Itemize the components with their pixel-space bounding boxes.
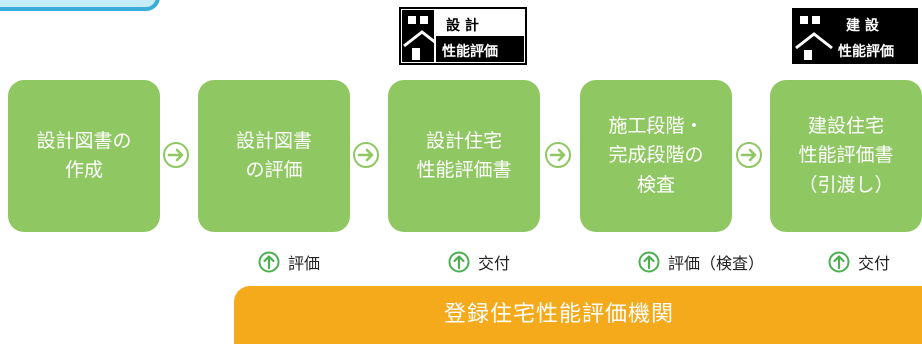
arrow-right-icon — [163, 142, 189, 168]
tag-issuance: 交付 — [448, 250, 510, 274]
step-label: 設計図書 の評価 — [235, 129, 312, 181]
house-stamp-icon: 設 計 性能評価 — [399, 7, 527, 65]
step-design-documents: 設計図書の 作成 — [8, 80, 160, 232]
step-design-report: 設計住宅 性能評価書 — [388, 80, 540, 232]
step-label: 建設住宅 性能評価書 （引渡し） — [798, 114, 894, 196]
step-document-evaluation: 設計図書 の評価 — [198, 80, 350, 232]
arrow-right-icon — [545, 142, 571, 168]
arrow-right-icon — [736, 142, 762, 168]
construction-evaluation-mark: 建 設 性能評価 — [790, 6, 920, 66]
tag-issuance: 交付 — [828, 250, 890, 274]
house-stamp-icon: 建 設 性能評価 — [792, 8, 918, 64]
tag-label: 交付 — [478, 254, 511, 273]
arrow-up-circle-icon — [828, 251, 850, 273]
stamp-line1: 設 計 — [446, 17, 479, 34]
arrow-up-circle-icon — [448, 251, 470, 273]
tag-label: 交付 — [858, 254, 891, 273]
tag-label: 評価（検査） — [668, 254, 765, 273]
stamp-line1: 建 設 — [846, 17, 880, 34]
tag-evaluation-inspection: 評価（検査） — [638, 250, 764, 274]
arrow-right-icon — [353, 142, 379, 168]
tag-label: 評価 — [288, 254, 321, 273]
step-inspection: 施工段階・ 完成段階の 検査 — [580, 80, 732, 232]
stamp-line2: 性能評価 — [838, 43, 894, 60]
tag-evaluation: 評価 — [258, 250, 320, 274]
arrow-up-circle-icon — [258, 251, 280, 273]
corner-tab-decoration — [0, 0, 160, 11]
step-label: 設計図書の 作成 — [36, 129, 132, 181]
arrow-up-circle-icon — [638, 251, 660, 273]
agency-label: 登録住宅性能評価機関 — [443, 302, 674, 327]
design-evaluation-mark: 設 計 性能評価 — [398, 6, 528, 66]
stamp-line2: 性能評価 — [442, 43, 498, 60]
step-label: 施工段階・ 完成段階の 検査 — [608, 114, 704, 196]
step-construction-report: 建設住宅 性能評価書 （引渡し） — [770, 80, 922, 232]
registered-evaluation-agency-bar: 登録住宅性能評価機関 — [234, 286, 922, 344]
step-label: 設計住宅 性能評価書 — [416, 129, 512, 181]
